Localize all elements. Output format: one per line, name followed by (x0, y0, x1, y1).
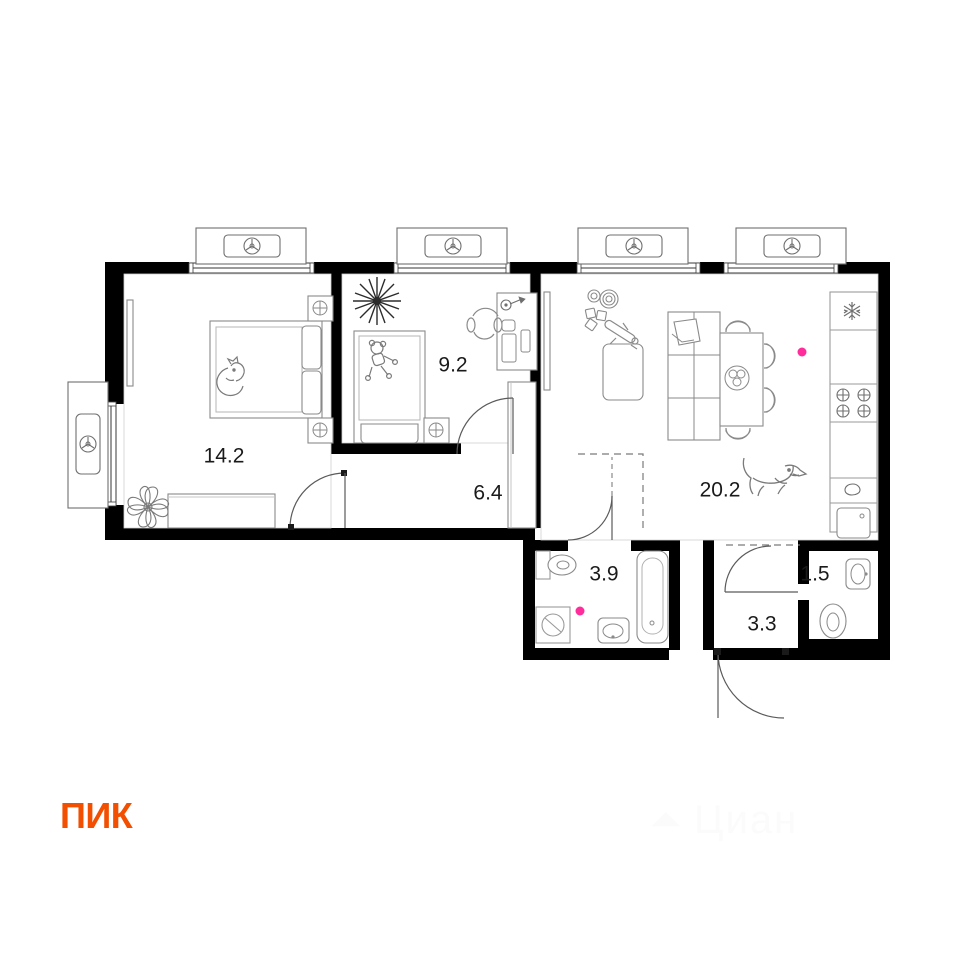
curtain-bedroom (126, 299, 134, 387)
single-bed (353, 330, 426, 444)
door-panel-child (543, 291, 551, 391)
area-label-bedroom: 14.2 (204, 445, 245, 468)
teddy-toy-icon (365, 339, 399, 382)
door-bathroom (567, 457, 613, 541)
window-child-room (393, 262, 511, 274)
area-label-bathroom: 3.9 (589, 563, 618, 586)
nightstand-bottom (307, 417, 334, 444)
nightstand-top (307, 295, 334, 322)
washing-machine (535, 606, 571, 644)
area-labels: 14.2 9.2 6.4 20.2 3.9 3.3 1.5 (204, 354, 830, 636)
kitchen-counter-run (829, 291, 878, 533)
toys-cluster-icon (584, 289, 619, 332)
pik-logo: ПИК (60, 795, 133, 836)
ac-unit-bedroom (195, 227, 307, 265)
area-label-hallway: 6.4 (473, 482, 503, 505)
area-label-entry-hall: 3.3 (747, 613, 776, 636)
door-child-room (456, 397, 514, 455)
kitchen-sink (836, 507, 871, 539)
wardrobe-bedroom (167, 493, 276, 529)
area-label-living-kitchen: 20.2 (700, 479, 741, 502)
sink-bathroom (597, 617, 630, 644)
sofa (667, 311, 721, 441)
markers[interactable] (575, 347, 807, 616)
toilet-wc (819, 603, 847, 639)
door-bedroom (288, 470, 347, 530)
wc-fixtures (819, 558, 871, 639)
window-bedroom (188, 262, 315, 274)
child-room-furniture (353, 277, 551, 444)
toy-airplane-icon (604, 319, 639, 350)
bathtub (636, 550, 669, 644)
sink-wc (845, 558, 871, 590)
refrigerator-icon (843, 302, 861, 320)
doors (288, 397, 798, 719)
ac-units (67, 227, 847, 509)
cian-watermark-mark: ⏶ (650, 798, 684, 842)
dining-table (719, 332, 764, 427)
door-entrance (714, 648, 789, 719)
marker-bathroom[interactable] (575, 606, 585, 616)
double-bed (209, 320, 323, 419)
desk-child-room (496, 292, 538, 371)
cian-watermark-text: Циан (694, 798, 799, 842)
dashed-partition (578, 453, 800, 546)
windows (105, 262, 839, 507)
living-kitchen-furniture (584, 289, 878, 539)
dining-chairs (725, 320, 776, 440)
ac-unit-side (67, 381, 109, 509)
faucet-icon (844, 483, 861, 496)
area-label-wc: 1.5 (800, 563, 829, 586)
cian-watermark: ⏶Циан (650, 800, 798, 840)
ac-unit-child (396, 227, 508, 265)
cat-icon (216, 355, 245, 397)
cooktop-icon (836, 388, 871, 418)
bedroom-furniture (126, 295, 334, 529)
rug-living (602, 343, 644, 401)
window-bedroom-side (105, 401, 117, 507)
marker-living[interactable] (797, 347, 807, 357)
toilet-bathroom (535, 550, 577, 580)
ac-unit-living-left (577, 227, 689, 265)
star-decor-icon (353, 277, 401, 325)
closet-hallway (507, 381, 537, 529)
bathroom-fixtures (535, 550, 669, 644)
chair-child-room (466, 307, 503, 340)
ac-unit-living-right (735, 227, 847, 265)
nightstand-child (423, 417, 450, 444)
area-label-child-room: 9.2 (438, 354, 467, 377)
dog-icon (742, 457, 808, 497)
plant-bedroom (126, 485, 170, 529)
door-wc (724, 545, 798, 593)
